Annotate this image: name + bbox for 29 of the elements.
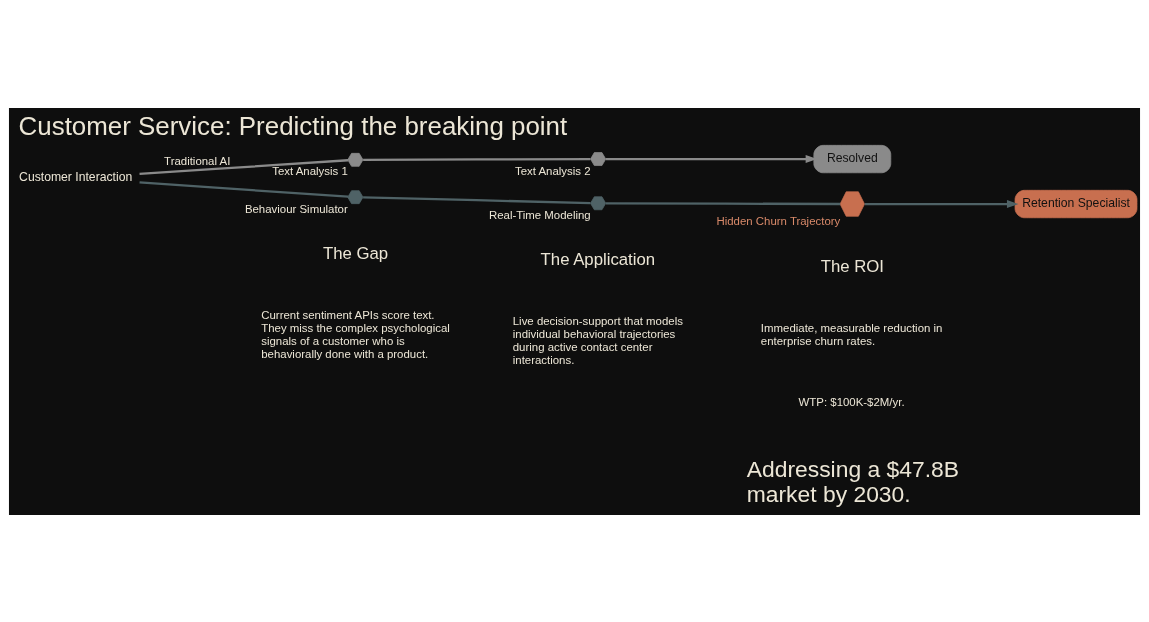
node-label: Text Analysis 2 (515, 164, 591, 177)
node-text: Customer Interaction (19, 169, 133, 184)
diagram-title: Customer Service: Predicting the breaking point (18, 111, 568, 140)
node-hexagon (347, 189, 364, 204)
node-hexagon (590, 195, 607, 210)
node-box: Resolved (813, 144, 892, 173)
label: Immediate, measurable reduction in enterprise churn rates. (760, 321, 943, 347)
node-label: Behaviour Simulator (244, 202, 348, 215)
connector (605, 201, 841, 205)
label: The Application (540, 249, 656, 269)
node-label: Hidden Churn Trajectory (716, 214, 841, 227)
node-hexagon (839, 190, 865, 217)
label: Live decision-support that models individual behavioral trajectories during active contact center interactions. (512, 314, 683, 366)
edge-label: Traditional AI (164, 154, 231, 167)
label: WTP: $100K-$2M/yr. (798, 395, 905, 408)
label: The ROI (820, 256, 884, 276)
connector (363, 195, 591, 204)
node-box: Retention Specialist (1014, 189, 1138, 218)
connector (139, 180, 349, 198)
node-label: Text Analysis 1 (272, 164, 348, 177)
arrow (864, 199, 1019, 208)
label: The Gap (322, 243, 389, 263)
connector (139, 158, 349, 175)
label: Addressing a $47.8B market by 2030. (746, 455, 959, 507)
node-hexagon (590, 151, 607, 166)
node-hexagon (347, 152, 364, 167)
label: Current sentiment APIs score text. They miss the complex psychological signals of a customer who is behaviorally done with a product. (261, 308, 450, 360)
connector (363, 157, 591, 161)
node-label: Real-Time Modeling (488, 208, 591, 221)
